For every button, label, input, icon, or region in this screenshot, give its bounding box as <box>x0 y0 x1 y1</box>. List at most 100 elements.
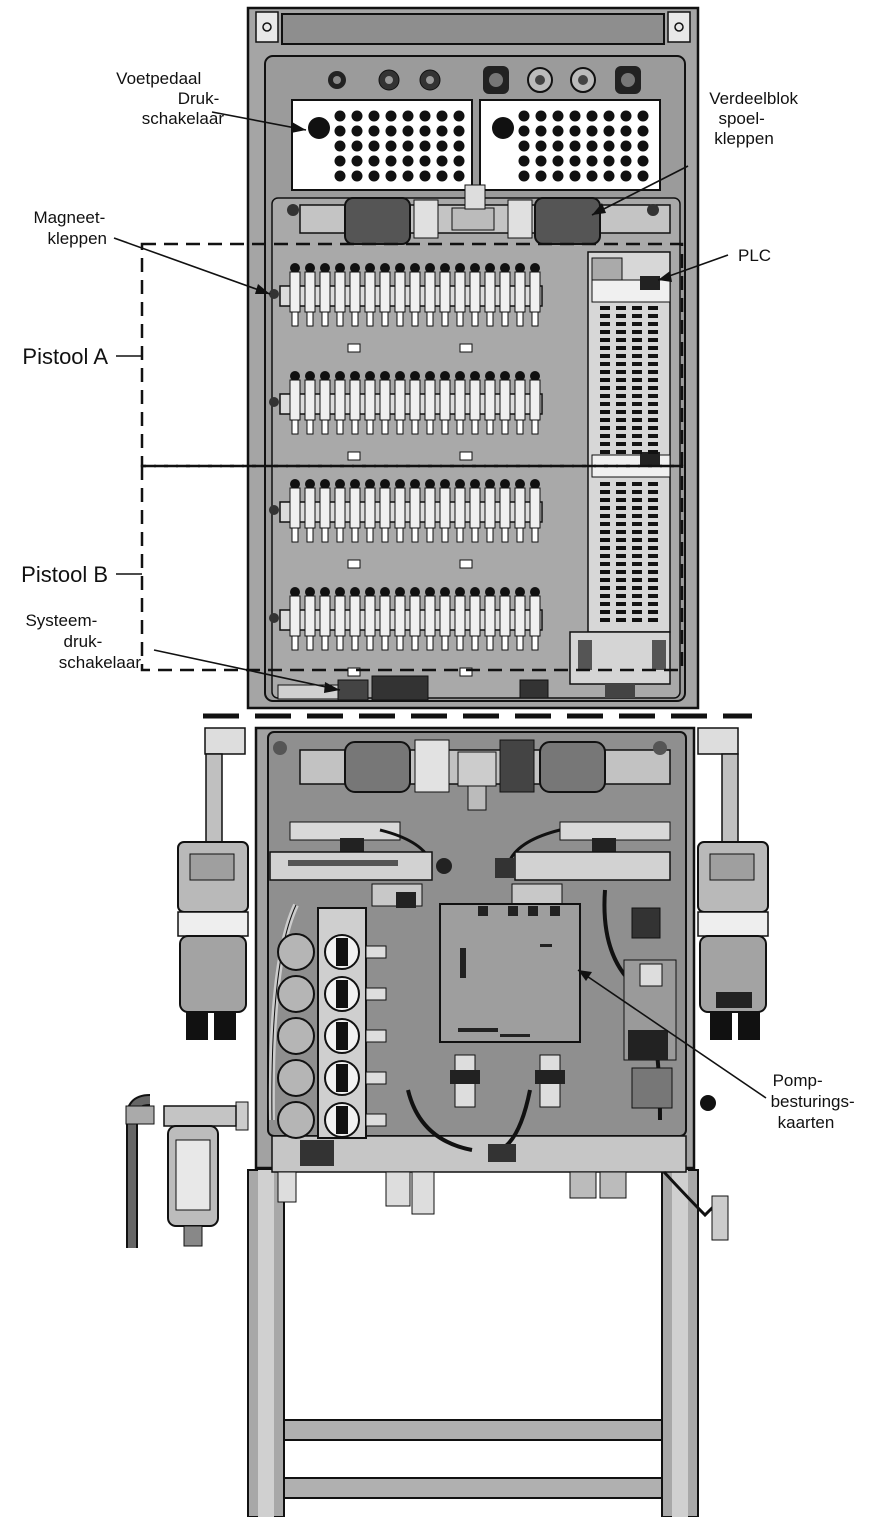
terminal <box>632 594 642 598</box>
outlet-hole <box>586 110 598 122</box>
outlet-hole <box>586 155 598 167</box>
valve-cap <box>410 479 420 489</box>
outlet-hole <box>569 170 581 182</box>
terminal <box>616 346 626 350</box>
valve-fitting <box>456 419 464 435</box>
valve-cap <box>365 479 375 489</box>
terminal <box>616 538 626 542</box>
solenoid-valve <box>499 379 511 421</box>
terminal <box>648 618 658 622</box>
terminal <box>632 450 642 454</box>
terminal <box>632 410 642 414</box>
valve-fitting <box>426 635 434 651</box>
terminal <box>600 322 610 326</box>
solenoid-valve <box>289 271 301 313</box>
terminal <box>648 354 658 358</box>
outlet-hole <box>385 125 397 137</box>
terminal <box>616 602 626 606</box>
top-connectors <box>328 66 641 94</box>
terminal <box>632 546 642 550</box>
outlet-hole <box>603 110 615 122</box>
valve-cap <box>305 371 315 381</box>
valve-cap <box>395 371 405 381</box>
terminal <box>632 618 642 622</box>
terminal <box>648 602 658 606</box>
terminal <box>632 602 642 606</box>
solenoid-valve <box>394 595 406 637</box>
valve-fitting <box>471 527 479 543</box>
terminal <box>648 434 658 438</box>
terminal <box>648 522 658 526</box>
lower-manifold <box>273 739 671 811</box>
solenoid-valve <box>529 487 541 529</box>
valve-cap <box>395 587 405 597</box>
valve-cap <box>365 263 375 273</box>
valve-fitting <box>426 419 434 435</box>
terminal <box>632 370 642 374</box>
terminal <box>648 362 658 366</box>
solenoid-valve <box>469 379 481 421</box>
outlet-hole <box>436 140 448 152</box>
outlet-hole <box>368 125 380 137</box>
lower-right-components <box>602 889 716 1121</box>
valve-fitting <box>306 419 314 435</box>
solenoid-valve <box>394 487 406 529</box>
terminal <box>600 338 610 342</box>
solenoid-valve <box>304 487 316 529</box>
valve-fitting <box>306 311 314 327</box>
valve-cap <box>350 479 360 489</box>
solenoid-valve <box>529 379 541 421</box>
outlet-hole <box>603 170 615 182</box>
valve-cap <box>350 263 360 273</box>
valve-cap <box>380 263 390 273</box>
terminal <box>600 402 610 406</box>
terminal <box>600 586 610 590</box>
terminal <box>648 586 658 590</box>
plc-terminal-column <box>569 251 671 698</box>
terminal <box>632 362 642 366</box>
terminal <box>648 450 658 454</box>
terminal <box>648 594 658 598</box>
solenoid-valve <box>439 379 451 421</box>
terminal <box>616 522 626 526</box>
outlet-hole <box>351 140 363 152</box>
solenoid-valve <box>499 595 511 637</box>
outlet-hole <box>518 125 530 137</box>
solenoid-valve <box>454 595 466 637</box>
outlet-hole <box>620 170 632 182</box>
solenoid-valve <box>424 595 436 637</box>
terminal <box>648 546 658 550</box>
outlet-hole <box>385 170 397 182</box>
solenoid-valve <box>529 595 541 637</box>
terminal <box>632 482 642 486</box>
valve-fitting <box>366 419 374 435</box>
valve-fitting <box>381 311 389 327</box>
solenoid-valve <box>514 271 526 313</box>
outlet-hole <box>552 170 564 182</box>
terminal <box>632 562 642 566</box>
terminal <box>616 386 626 390</box>
valve-fitting <box>471 635 479 651</box>
solenoid-valve <box>289 487 301 529</box>
valve-cap <box>515 479 525 489</box>
terminal <box>648 578 658 582</box>
outlet-hole <box>402 125 414 137</box>
outlet-hole <box>535 110 547 122</box>
terminal <box>600 346 610 350</box>
solenoid-valve <box>484 271 496 313</box>
terminal <box>616 586 626 590</box>
outlet-hole <box>637 155 649 167</box>
valve-fitting <box>411 635 419 651</box>
valve-label <box>347 343 361 353</box>
terminal <box>648 410 658 414</box>
valve-fitting <box>291 419 299 435</box>
valve-cap <box>530 479 540 489</box>
valve-fitting <box>501 635 509 651</box>
valve-cap <box>290 263 300 273</box>
terminal <box>632 322 642 326</box>
outlet-hole <box>385 155 397 167</box>
valve-cap <box>530 263 540 273</box>
solenoid-valve <box>379 487 391 529</box>
terminal <box>600 306 610 310</box>
